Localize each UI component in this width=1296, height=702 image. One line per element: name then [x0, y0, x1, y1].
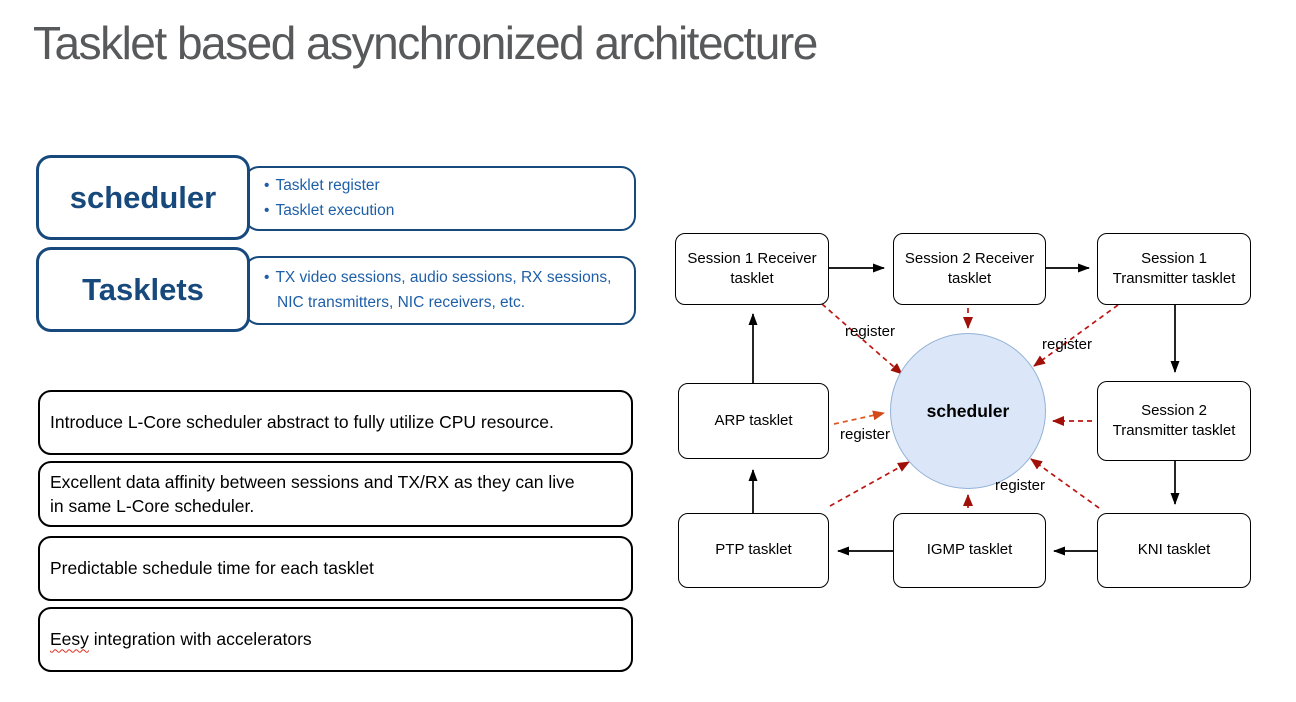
node-session2-transmitter: Session 2 Transmitter tasklet — [1097, 381, 1251, 461]
statement-box-1: Introduce L-Core scheduler abstract to f… — [38, 390, 633, 455]
register-label: register — [845, 323, 896, 340]
node-label: Session 2 Receiver tasklet — [904, 249, 1035, 287]
statement-text: Introduce L-Core scheduler abstract to f… — [50, 412, 554, 433]
node-label: Session 1 Transmitter tasklet — [1112, 249, 1236, 287]
node-label: KNI tasklet — [1137, 541, 1211, 559]
node-label: Session 2 Transmitter tasklet — [1112, 401, 1236, 439]
node-igmp: IGMP tasklet — [893, 513, 1046, 588]
statement-text-rest: integration with accelerators — [88, 629, 312, 650]
node-session1-receiver: Session 1 Receiver tasklet — [675, 233, 829, 305]
bullet-item: Tasklet register — [264, 174, 394, 198]
misspelled-word: Eesy — [50, 629, 89, 650]
scheduler-circle-label: scheduler — [926, 400, 1010, 421]
node-arp: ARP tasklet — [678, 383, 829, 459]
node-label: Session 1 Receiver tasklet — [687, 249, 817, 287]
scheduler-circle: scheduler — [890, 333, 1046, 489]
scheduler-bullets-box: Tasklet register Tasklet execution — [244, 166, 636, 231]
bullet-item: TX video sessions, audio sessions, RX se… — [264, 266, 628, 314]
statement-text: Eesy integration with accelerators — [50, 627, 312, 652]
node-ptp: PTP tasklet — [678, 513, 829, 588]
diagram-arrows — [748, 263, 1180, 556]
tasklets-bullet-list: TX video sessions, audio sessions, RX se… — [246, 262, 634, 318]
scheduler-term-box: scheduler — [36, 155, 250, 240]
flow-arrows — [748, 263, 1180, 556]
tasklets-bullets-box: TX video sessions, audio sessions, RX se… — [244, 256, 636, 325]
node-kni: KNI tasklet — [1097, 513, 1251, 588]
scheduler-term-label: scheduler — [69, 179, 217, 215]
bullet-item: Tasklet execution — [264, 199, 394, 223]
node-label: IGMP tasklet — [926, 541, 1013, 559]
statement-text: Excellent data affinity between sessions… — [50, 471, 575, 517]
register-arrows — [821, 303, 1119, 509]
register-label: register — [995, 477, 1046, 494]
statement-box-4: Eesy integration with accelerators — [38, 607, 633, 672]
node-session1-transmitter: Session 1 Transmitter tasklet — [1097, 233, 1251, 305]
node-session2-receiver: Session 2 Receiver tasklet — [893, 233, 1046, 305]
scheduler-bullet-list: Tasklet register Tasklet execution — [246, 170, 400, 226]
statement-box-2: Excellent data affinity between sessions… — [38, 461, 633, 527]
register-label: register — [840, 426, 891, 443]
page-title: Tasklet based asynchronized architecture — [33, 17, 818, 69]
register-label: register — [1042, 336, 1093, 353]
tasklets-term-label: Tasklets — [82, 271, 204, 307]
node-label: PTP tasklet — [715, 541, 792, 559]
statement-text: Predictable schedule time for each taskl… — [50, 558, 374, 579]
statement-box-3: Predictable schedule time for each taskl… — [38, 536, 633, 601]
node-label: ARP tasklet — [714, 411, 793, 429]
tasklets-term-box: Tasklets — [36, 247, 250, 332]
